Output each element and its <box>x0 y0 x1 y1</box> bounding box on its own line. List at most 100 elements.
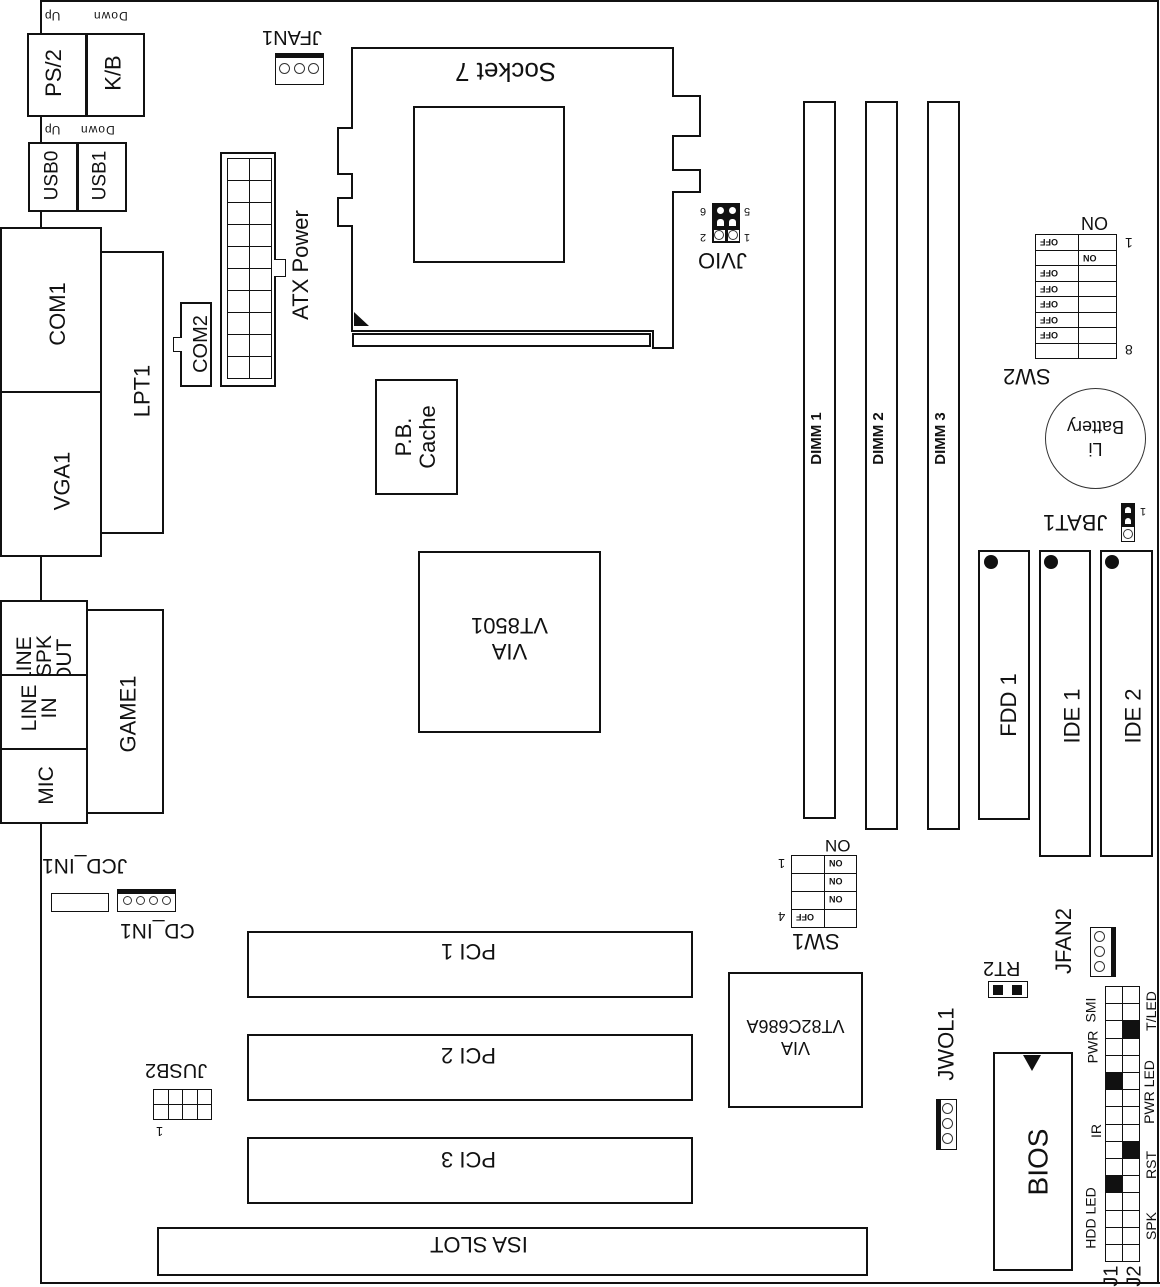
jwol1-pin <box>942 1103 953 1114</box>
lpt1-port <box>100 251 164 534</box>
com2-label: COM2 <box>189 315 212 373</box>
pci2-slot <box>247 1034 693 1101</box>
sw2-cell <box>1035 342 1079 359</box>
com1-port <box>0 227 102 393</box>
sw1-cell: OFF <box>791 909 825 928</box>
usb-up-label: Up <box>45 123 61 137</box>
jusb2-pin <box>153 1104 169 1120</box>
atx-power-key <box>274 259 286 277</box>
sw2-last-label: 8 <box>1125 342 1133 358</box>
line-in-jack <box>0 674 88 750</box>
socket7-label: Socket 7 <box>455 57 557 87</box>
fp-j1-smi-label: SMI <box>1082 997 1099 1023</box>
dimm3-slot <box>927 101 960 830</box>
fp-j2-label: J2 <box>1123 1265 1146 1287</box>
front-panel-pin <box>1122 1209 1140 1228</box>
rt2-pad <box>993 985 1003 995</box>
jvio-pin <box>717 219 724 226</box>
jvio-label: JVIO <box>698 248 747 273</box>
com2-key <box>173 337 182 352</box>
ide1-pin1-dot <box>1044 555 1058 569</box>
jcd-in1-header <box>51 893 109 912</box>
jwol1-pin <box>942 1118 953 1129</box>
board-bottom-edge <box>40 1282 1160 1284</box>
bios-chip <box>993 1052 1073 1271</box>
ide2-pin1-dot <box>1105 555 1119 569</box>
sw1-on-label: ON <box>825 836 851 855</box>
sw1-first-label: 1 <box>778 856 786 871</box>
sw1-cell <box>824 909 857 928</box>
sw2-cell: OFF <box>1035 280 1079 297</box>
sw2-state-off: OFF <box>1040 283 1058 294</box>
front-panel-pin <box>1122 1158 1140 1177</box>
front-panel-pin <box>1122 1244 1140 1263</box>
jfan1-pin <box>294 63 305 74</box>
jfan2-pin <box>1094 931 1105 942</box>
line-in-line2: IN <box>38 697 61 719</box>
jfan2-pin <box>1094 961 1105 972</box>
cd-in1-pin <box>136 896 145 905</box>
jusb2-pin1-label: 1 <box>156 1124 164 1139</box>
cd-in1-header <box>117 889 176 912</box>
northbridge-label: VIA VT8501 <box>418 610 601 666</box>
pci3-label: PCI 3 <box>441 1147 497 1172</box>
kb-label: K/B <box>100 55 126 91</box>
sw1-state-on: ON <box>829 858 843 868</box>
vga1-label: VGA1 <box>49 451 75 511</box>
line-in-line1: LINE <box>18 684 41 732</box>
front-panel-pin <box>1122 1106 1140 1125</box>
pci3-slot <box>247 1137 693 1204</box>
atx-power-pin <box>249 290 272 313</box>
cd-in1-label: CD_IN1 <box>120 919 195 942</box>
northbridge-chip <box>418 551 601 733</box>
mic-jack <box>0 748 88 824</box>
atx-power-pin <box>249 268 272 291</box>
front-panel-pin <box>1105 1140 1123 1159</box>
jfan1-pin <box>279 63 290 74</box>
sw1-last-label: 4 <box>778 909 786 924</box>
pb-cache-line2: Cache <box>415 405 440 469</box>
bios-label: BIOS <box>1022 1128 1054 1196</box>
sw2-cell: ON <box>1078 249 1117 266</box>
jusb2-pin <box>196 1089 212 1105</box>
battery-label: Li Battery <box>1045 410 1146 466</box>
sw2-cell: OFF <box>1035 327 1079 344</box>
sw1-state-off: OFF <box>796 912 814 922</box>
fp-j1-ir-label: IR <box>1088 1124 1104 1138</box>
sw1-cell: ON <box>824 873 857 892</box>
jusb2-pin <box>167 1089 183 1105</box>
front-panel-pin <box>1122 1192 1140 1211</box>
front-panel-pin <box>1105 1054 1123 1073</box>
sw1-cell: ON <box>824 891 857 910</box>
atx-power-pin <box>249 246 272 269</box>
front-panel-pin <box>1105 1020 1123 1039</box>
cd-in1-pin <box>149 896 158 905</box>
jbat1-pin1-label: 1 <box>1140 505 1147 517</box>
dimm2-slot <box>865 101 898 830</box>
fdd1-pin1-dot <box>984 555 998 569</box>
usb1-label: USB1 <box>89 150 111 201</box>
front-panel-pin <box>1105 1226 1123 1245</box>
isa-slot <box>157 1227 868 1276</box>
line-spk-out-line2: /SPK <box>33 635 56 683</box>
jvio-pin5-label: 5 <box>744 205 751 217</box>
line-spk-out-line1: LINE <box>13 636 36 683</box>
fp-j1-hdd-led-label: HDD LED <box>1082 1187 1099 1249</box>
sw2-cell <box>1078 327 1117 344</box>
front-panel-pin <box>1105 1192 1123 1211</box>
sw2-cell: OFF <box>1035 234 1079 251</box>
fdd1-label: FDD 1 <box>995 673 1021 737</box>
jvio-pin <box>714 230 724 240</box>
game1-label: GAME1 <box>115 675 141 753</box>
pb-cache-chip <box>375 379 458 495</box>
jfan2-label: JFAN2 <box>1051 907 1077 975</box>
front-panel-pin <box>1122 1020 1140 1039</box>
fp-j2-pwr-led-label: PWR LED <box>1140 1060 1157 1124</box>
cd-in1-pin <box>162 896 171 905</box>
fp-j1-label: J1 <box>1100 1265 1123 1287</box>
line-spk-out-line3: OUT <box>53 638 76 683</box>
jwol1-pin <box>942 1133 953 1144</box>
atx-power-pin <box>249 356 272 379</box>
sw2-state-off: OFF <box>1040 314 1058 325</box>
